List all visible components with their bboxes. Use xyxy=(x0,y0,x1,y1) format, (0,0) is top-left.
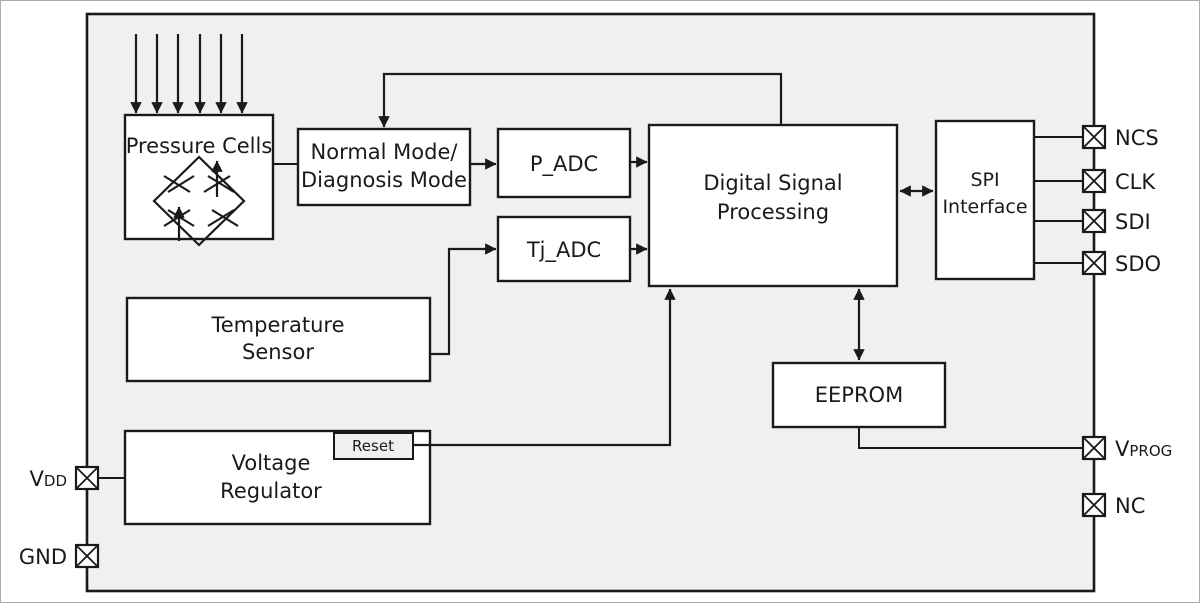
block-tj-adc[interactable]: Tj_ADC xyxy=(496,215,632,283)
pin-sdi[interactable]: SDI xyxy=(1081,208,1151,234)
block-dsp-line1: Digital Signal xyxy=(703,171,842,195)
block-reset-label: Reset xyxy=(352,437,394,455)
pressure-input-arrows xyxy=(130,34,248,114)
block-dsp[interactable]: Digital Signal Processing xyxy=(647,123,899,288)
pin-vdd-subscript: DD xyxy=(44,472,67,490)
block-reset[interactable]: Reset xyxy=(333,432,414,460)
pin-vdd-label: VDD xyxy=(30,467,67,491)
pin-vprog-subscript: PROG xyxy=(1129,442,1172,460)
block-spi-line2: Interface xyxy=(942,196,1027,218)
pin-gnd-label: GND xyxy=(19,545,67,569)
pin-clk-label: CLK xyxy=(1115,170,1156,194)
block-p-adc-label: P_ADC xyxy=(530,152,598,177)
block-spi-interface[interactable]: SPI Interface xyxy=(934,119,1036,281)
pin-ncs[interactable]: NCS xyxy=(1081,124,1159,150)
pin-vprog[interactable]: VPROG xyxy=(1081,435,1172,461)
pin-clk[interactable]: CLK xyxy=(1081,168,1156,194)
block-mode-select-line1: Normal Mode/ xyxy=(311,140,459,164)
block-mode-select[interactable]: Normal Mode/ Diagnosis Mode xyxy=(296,127,472,207)
pin-vdd-base: V xyxy=(30,467,45,491)
block-temperature-sensor-line2: Sensor xyxy=(242,340,314,364)
pin-vprog-base: V xyxy=(1115,437,1130,461)
block-temperature-sensor-line1: Temperature xyxy=(210,313,344,337)
pin-nc[interactable]: NC xyxy=(1081,492,1145,518)
pin-nc-label: NC xyxy=(1115,494,1145,518)
block-voltage-regulator-line2: Regulator xyxy=(220,479,322,503)
wheatstone-bridge-icon xyxy=(152,155,246,247)
wire-reset-to-dsp xyxy=(413,288,676,447)
block-pressure-cells-label: Pressure Cells xyxy=(126,134,273,158)
block-voltage-regulator-line1: Voltage xyxy=(232,451,311,475)
block-pressure-cells[interactable]: Pressure Cells xyxy=(123,113,275,247)
pin-ncs-label: NCS xyxy=(1115,126,1159,150)
wire-tempsensor-to-tjadc xyxy=(430,243,497,356)
spi-pin-wires xyxy=(1034,136,1083,264)
block-mode-select-line2: Diagnosis Mode xyxy=(301,168,467,192)
pin-sdi-label: SDI xyxy=(1115,210,1151,234)
pin-sdo-label: SDO xyxy=(1115,252,1161,276)
block-eeprom[interactable]: EEPROM xyxy=(771,361,947,429)
block-spi-line1: SPI xyxy=(970,169,999,191)
block-eeprom-label: EEPROM xyxy=(815,383,903,407)
pin-vdd[interactable]: VDD xyxy=(30,465,100,491)
block-p-adc[interactable]: P_ADC xyxy=(496,127,632,199)
pin-vprog-label: VPROG xyxy=(1115,437,1172,461)
pin-gnd[interactable]: GND xyxy=(19,543,100,569)
block-dsp-line2: Processing xyxy=(717,200,829,224)
pin-sdo[interactable]: SDO xyxy=(1081,250,1161,276)
block-tj-adc-label: Tj_ADC xyxy=(526,238,601,263)
wire-dsp-feedback-to-modeselect xyxy=(378,72,783,128)
block-temperature-sensor[interactable]: Temperature Sensor xyxy=(125,296,432,383)
wire-eeprom-to-vprog xyxy=(858,427,1083,449)
